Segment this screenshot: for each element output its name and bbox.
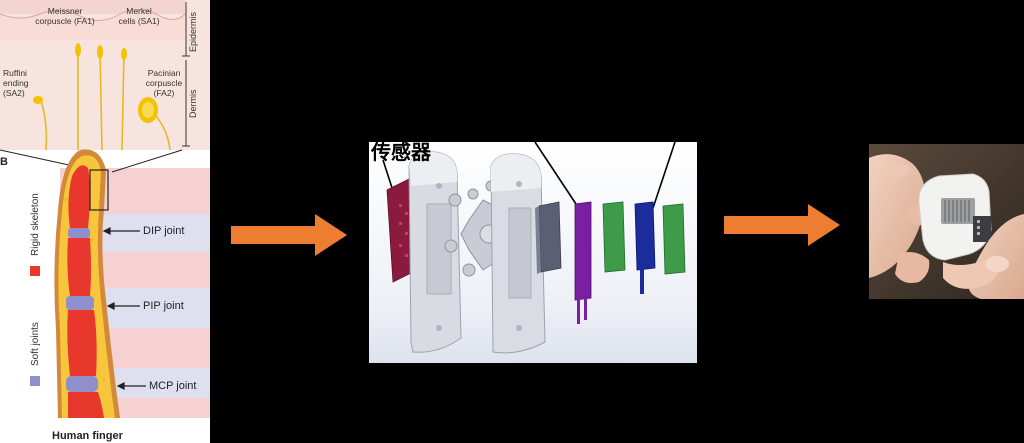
cad-exploded-view-render <box>369 142 697 363</box>
meissner-corpuscle-label: Meissner corpuscle (FA1) <box>35 6 95 26</box>
finger-anatomy-panel: Meissner corpuscle (FA1) Merkel cells (S… <box>0 0 210 443</box>
pip-joint-label: PIP joint <box>143 300 184 312</box>
epidermis-label: Epidermis <box>188 11 198 52</box>
panel-letter-b: B <box>0 156 8 168</box>
prototype-in-hand-photo <box>869 144 1024 299</box>
finger-anatomy-illustration <box>0 0 210 443</box>
arrow-right-icon-1 <box>231 214 347 256</box>
sensor-partial-label: 传感器 <box>371 142 431 164</box>
ruffini-ending-label: Ruffini ending (SA2) <box>3 68 29 98</box>
human-finger-caption: Human finger <box>52 430 123 442</box>
pacinian-corpuscle-label: Pacinian corpuscle (FA2) <box>145 68 183 98</box>
arrow-right-icon-2 <box>724 204 840 246</box>
soft-joints-legend-label: Soft joints <box>30 322 41 366</box>
cad-exploded-view-panel: 传感器 <box>369 142 697 363</box>
merkel-cells-label: Merkel cells (SA1) <box>118 6 160 26</box>
prototype-photo-panel <box>869 144 1024 299</box>
dip-joint-label: DIP joint <box>143 225 185 237</box>
mcp-joint-label: MCP joint <box>149 380 197 392</box>
rigid-skeleton-legend-label: Rigid skeleton <box>30 193 41 256</box>
dermis-label: Dermis <box>188 89 198 119</box>
